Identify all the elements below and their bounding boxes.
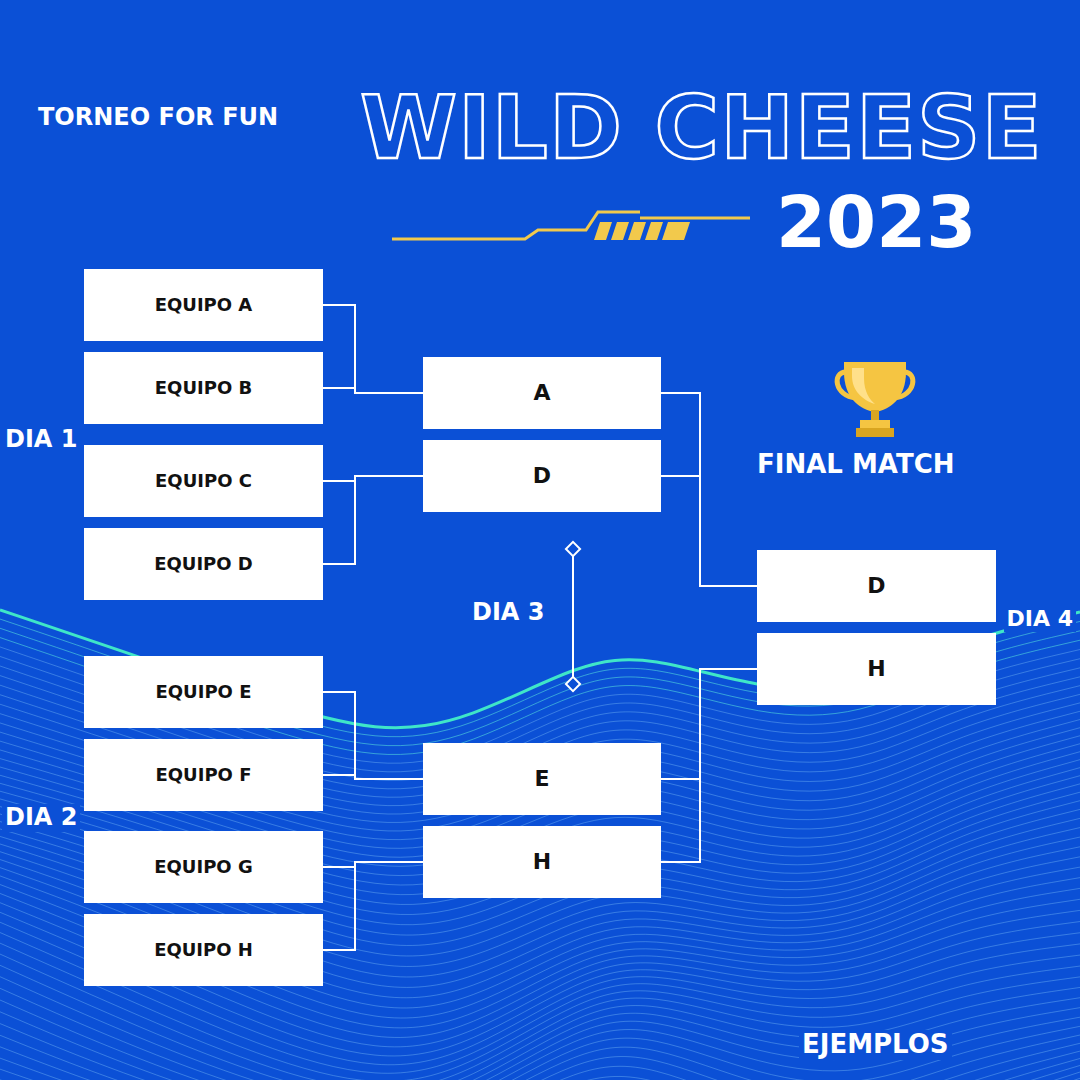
- bracket-connector: [323, 305, 423, 393]
- semifinal-box: E: [423, 743, 661, 815]
- wave-line: [0, 1058, 1080, 1080]
- team-name: EQUIPO D: [154, 554, 253, 575]
- team-name: EQUIPO B: [155, 378, 252, 399]
- team-name: A: [533, 380, 550, 405]
- team-box: EQUIPO E: [84, 656, 323, 728]
- bracket-connector: [661, 669, 757, 779]
- footer-note: EJEMPLOS: [799, 1030, 952, 1060]
- wave-line: [0, 628, 1080, 745]
- bracket-connector: [323, 388, 423, 393]
- team-name: EQUIPO G: [154, 857, 252, 878]
- semifinal-box: D: [423, 440, 661, 512]
- wave-line: [0, 801, 1080, 925]
- wave-line: [0, 1024, 1080, 1080]
- wave-lines: [0, 610, 1080, 1080]
- team-box: EQUIPO F: [84, 739, 323, 811]
- trophy-icon: [837, 362, 913, 437]
- wave-line: [0, 893, 1080, 1037]
- team-name: D: [533, 463, 551, 488]
- year: 2023: [773, 181, 979, 264]
- wave-line: [0, 885, 1080, 1028]
- team-box: EQUIPO C: [84, 445, 323, 517]
- team-name: H: [867, 656, 885, 681]
- yellow-stripe-ornament: [392, 212, 750, 240]
- bracket-connector: [323, 775, 423, 779]
- team-name: EQUIPO H: [154, 940, 253, 961]
- team-name: EQUIPO E: [156, 682, 252, 703]
- wave-line: [0, 922, 1080, 1065]
- bracket-connector: [661, 393, 757, 586]
- day-label: DIA 2: [2, 804, 80, 832]
- day-label: DIA 3: [469, 599, 547, 627]
- wave-line: [0, 720, 1080, 831]
- subtitle: TORNEO FOR FUN: [35, 104, 281, 132]
- team-box: EQUIPO B: [84, 352, 323, 424]
- team-box: EQUIPO D: [84, 528, 323, 600]
- day-label: DIA 4: [1004, 606, 1076, 631]
- wave-line: [0, 1072, 1080, 1080]
- team-box: EQUIPO G: [84, 831, 323, 903]
- semifinal-box: H: [423, 826, 661, 898]
- team-name: EQUIPO F: [156, 765, 252, 786]
- bracket-connector: [661, 476, 757, 586]
- team-box: EQUIPO H: [84, 914, 323, 986]
- bracket-connector: [661, 669, 757, 862]
- day-label: DIA 1: [2, 426, 80, 454]
- wave-line: [0, 1012, 1080, 1080]
- team-name: EQUIPO C: [155, 471, 252, 492]
- final-heading: FINAL MATCH: [754, 450, 958, 480]
- team-box: EQUIPO A: [84, 269, 323, 341]
- team-name: D: [867, 573, 885, 598]
- final-box: D: [757, 550, 996, 622]
- wave-line: [0, 1065, 1080, 1080]
- wave-line: [0, 933, 1080, 1074]
- day-marker: [566, 542, 580, 691]
- team-name: EQUIPO A: [155, 295, 253, 316]
- team-name: E: [534, 766, 549, 791]
- poster-title: WILD CHEESE: [360, 82, 1043, 174]
- wave-line: [0, 1000, 1080, 1080]
- bracket-connector: [323, 862, 423, 950]
- semifinal-box: A: [423, 357, 661, 429]
- wave-line: [0, 977, 1080, 1080]
- final-box: H: [757, 633, 996, 705]
- bracket-connector: [323, 476, 423, 564]
- wave-line: [0, 1078, 1080, 1080]
- team-name: H: [533, 849, 551, 874]
- bracket-connector: [323, 692, 423, 779]
